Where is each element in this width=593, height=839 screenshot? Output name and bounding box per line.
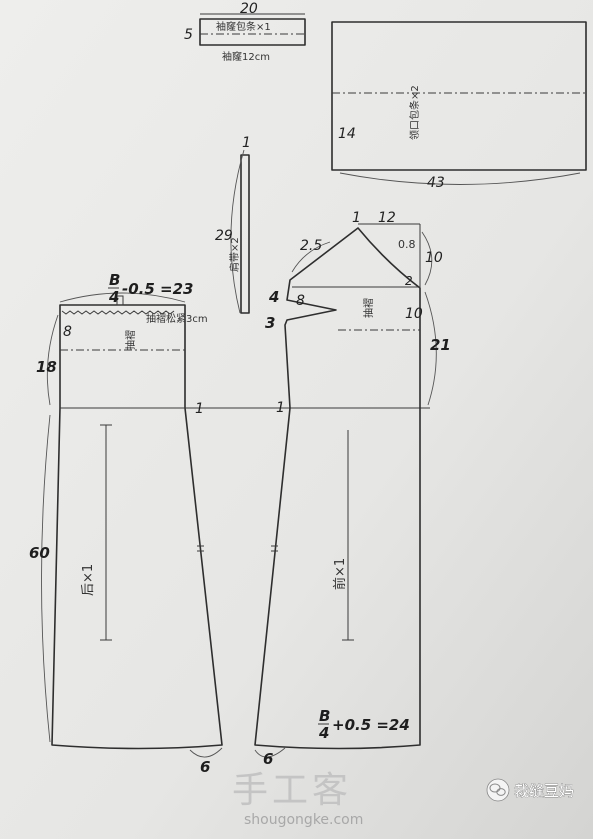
armhole-binding-strip: 20 5 袖窿包条×1 袖窿12cm <box>184 1 306 63</box>
back-hem-label: 6 <box>200 758 210 776</box>
strip-outline <box>199 18 306 46</box>
strip-width-label: 20 <box>240 1 258 17</box>
back-upper-arc <box>46 314 59 406</box>
strap-name-label: 肩带×2 <box>228 237 241 272</box>
front-armhole-gap-label: 2 <box>405 274 413 288</box>
front-neck-drop-label: 10 <box>425 250 443 266</box>
back-top-depth-label: 8 <box>63 324 72 340</box>
back-formula-numerator: B <box>109 271 120 289</box>
binding-width-arc <box>339 172 581 185</box>
back-hem-arc <box>189 747 223 758</box>
watermark-url: shougongke.com <box>244 812 363 828</box>
front-neck-width-label: 12 <box>378 210 396 226</box>
front-hem-arc <box>254 747 286 758</box>
front-hem-label: 6 <box>263 750 273 768</box>
binding-outline <box>331 21 587 171</box>
watermark-brand: 手工客 <box>232 770 352 811</box>
back-upper-length-label: 18 <box>36 358 57 376</box>
back-outline <box>51 304 223 750</box>
front-shoulder-arc <box>291 241 331 273</box>
front-neck-point-label: 1 <box>352 210 361 226</box>
front-waist-mark: 1 <box>276 400 285 416</box>
binding-width-label: 43 <box>427 175 445 191</box>
front-side-length-label: 21 <box>430 336 451 354</box>
back-piece-label: 后×1 <box>81 564 96 596</box>
strip-height-label: 5 <box>184 27 193 43</box>
front-dart-lower-label: 3 <box>265 314 275 332</box>
front-neck-arc <box>421 231 433 286</box>
front-formula-denominator: 4 <box>318 724 329 742</box>
wechat-icon <box>486 778 510 802</box>
back-waist-mark: 1 <box>195 401 204 417</box>
back-center-notch <box>116 295 124 306</box>
strip-name-label: 袖窿包条×1 <box>216 20 271 33</box>
back-piece: B 4 -0.5 =23 抽褶松紧3cm 抽褶 8 18 60 1 6 后×1 <box>29 271 430 776</box>
front-neck-drop-small-label: 0.8 <box>398 238 416 251</box>
back-elastic-label: 抽褶松紧3cm <box>146 312 208 325</box>
front-outline <box>254 227 421 750</box>
front-formula-result: +0.5 =24 <box>332 716 410 734</box>
back-lower-length-label: 60 <box>29 544 50 562</box>
strap-length-arc <box>230 149 245 314</box>
front-dart-right-label: 10 <box>405 306 423 322</box>
strap-length-label: 29 <box>215 228 233 244</box>
back-top-arc <box>59 292 186 303</box>
back-lower-arc <box>41 414 51 743</box>
back-gather-label: 抽褶 <box>124 330 137 350</box>
binding-name-label: 领口包条×2 <box>408 85 421 140</box>
neckline-binding-piece: 14 43 领口包条×2 <box>331 21 587 191</box>
front-formula-numerator: B <box>319 707 330 725</box>
back-formula-denominator: 4 <box>108 288 119 306</box>
front-piece: 1 12 2.5 0.8 10 2 4 8 3 10 抽褶 21 1 前×1 B… <box>254 210 451 768</box>
front-dart-length-label: 8 <box>296 293 305 309</box>
front-shoulder-label: 2.5 <box>300 238 322 254</box>
front-dart-upper-label: 4 <box>268 288 279 306</box>
back-elastic-stitch <box>61 310 175 315</box>
strip-note-label: 袖窿12cm <box>222 50 270 63</box>
strap-piece: 1 29 肩带×2 <box>215 135 251 314</box>
strap-outline <box>240 154 250 314</box>
watermark-account: 裁缝豆妈 <box>514 782 574 800</box>
back-formula-result: -0.5 =23 <box>122 280 193 298</box>
strap-width-label: 1 <box>242 135 251 151</box>
front-side-arc <box>424 291 437 406</box>
front-gather-label: 抽褶 <box>362 298 375 318</box>
binding-height-label: 14 <box>338 126 356 142</box>
watermark: 手工客 shougongke.com 裁缝豆妈 <box>232 770 574 828</box>
front-piece-label: 前×1 <box>332 558 348 590</box>
